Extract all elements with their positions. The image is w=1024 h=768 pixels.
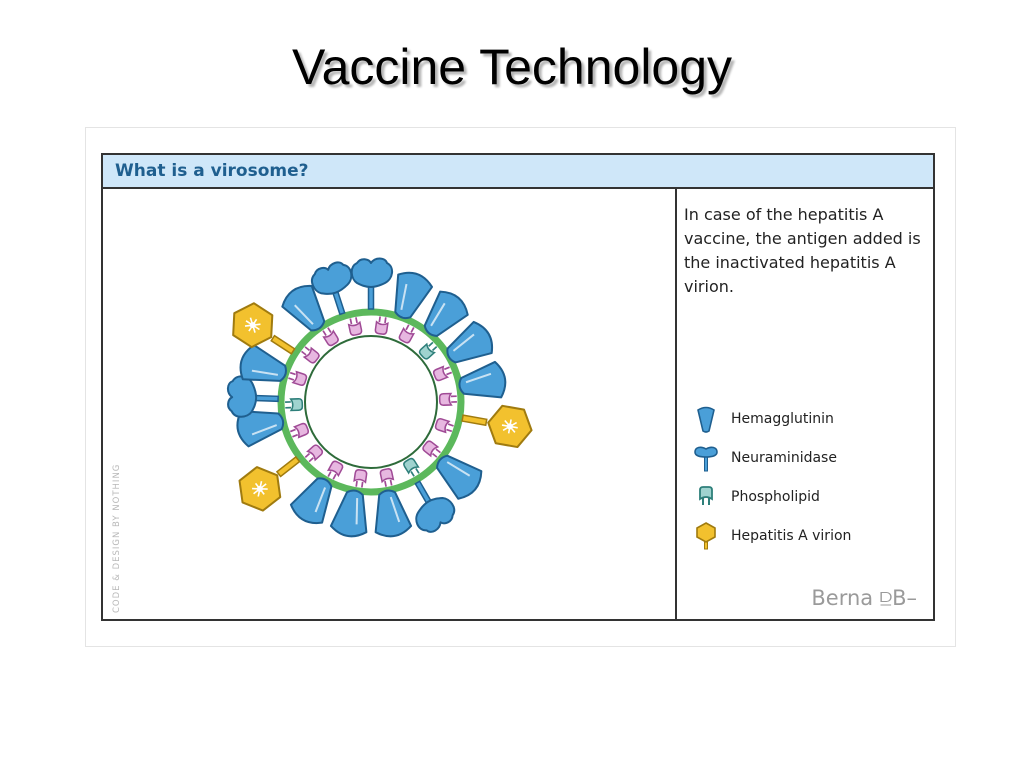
- neuraminidase-spike: [350, 257, 394, 310]
- legend-item-neuraminidase: Neuraminidase: [693, 444, 837, 472]
- legend-item-hepatitis-a-virion: Hepatitis A virion: [693, 522, 851, 550]
- panel-header: What is a virosome?: [103, 155, 933, 189]
- neuraminidase-icon: [694, 446, 718, 472]
- legend-label: Hemagglutinin: [731, 411, 834, 427]
- berna-logo: Berna ⫒B–: [811, 586, 917, 610]
- legend-label: Phospholipid: [731, 489, 820, 505]
- virosome-panel: What is a virosome?: [101, 153, 935, 621]
- phospholipid-icon: [699, 486, 713, 505]
- legend-item-hemagglutinin: Hemagglutinin: [693, 405, 834, 433]
- hepatitis-a-virion: [458, 398, 536, 450]
- credit-text: CODE & DESIGN BY NOTHING: [112, 464, 122, 613]
- legend-label: Neuraminidase: [731, 450, 837, 466]
- legend-item-phospholipid: Phospholipid: [693, 483, 820, 511]
- credit-vertical: CODE & DESIGN BY NOTHING: [112, 464, 122, 613]
- lipid-membrane-inner: [304, 335, 438, 469]
- hemagglutinin-icon: [697, 406, 715, 433]
- panel-header-title: What is a virosome?: [115, 161, 309, 181]
- virosome-description: In case of the hepatitis A vaccine, the …: [684, 205, 921, 296]
- legend-label: Hepatitis A virion: [731, 528, 852, 544]
- slide-title: Vaccine Technology: [291, 39, 733, 95]
- panel-divider: [675, 189, 677, 619]
- virosome: [222, 257, 536, 541]
- virosome-diagram: [222, 257, 536, 541]
- hepatitis-a-virion-icon: [696, 522, 716, 550]
